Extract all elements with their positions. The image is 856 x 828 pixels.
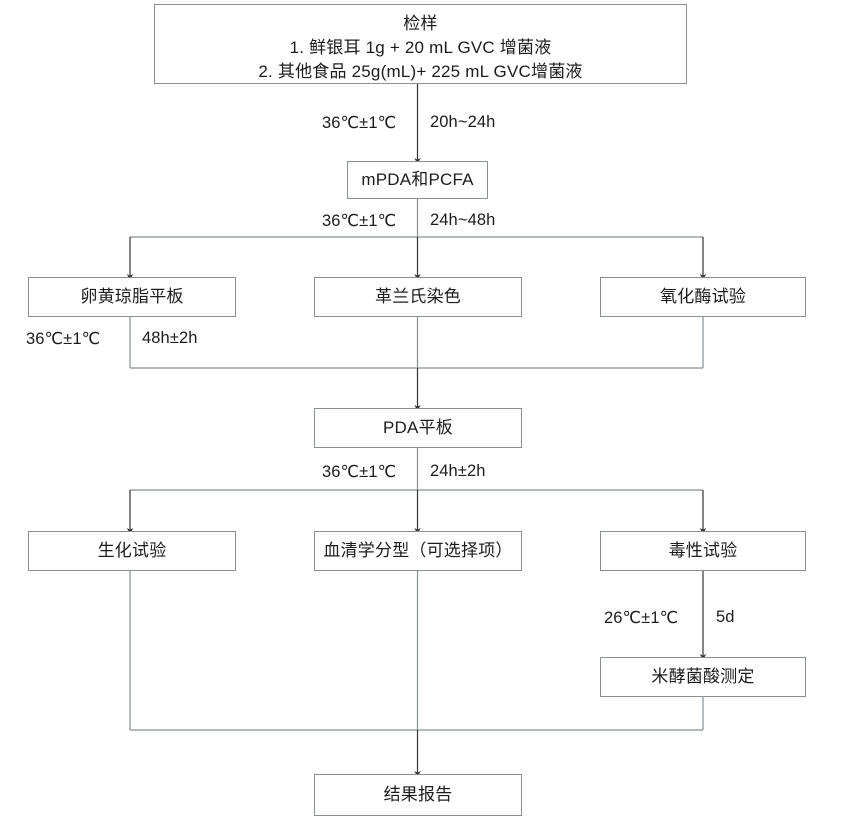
node-sample-line2: 2. 其他食品 25g(mL)+ 225 mL GVC增菌液 xyxy=(258,62,583,82)
node-result-report: 结果报告 xyxy=(314,774,522,816)
annotation-pda-to-branch-duration: 24h±2h xyxy=(430,462,486,480)
node-bongkrekic-acid: 米酵菌酸测定 xyxy=(600,657,806,697)
node-gram-stain: 革兰氏染色 xyxy=(314,277,522,317)
annotation-mpda-to-branch-duration: 24h~48h xyxy=(430,211,496,229)
node-sample-line1: 1. 鲜银耳 1g + 20 mL GVC 增菌液 xyxy=(289,38,552,58)
annotation-mpda-to-branch-temperature: 36℃±1℃ xyxy=(322,212,397,230)
node-toxicity-test: 毒性试验 xyxy=(600,531,806,571)
annotation-egg-yolk-to-pda-temperature: 36℃±1℃ xyxy=(26,330,101,348)
node-mpda-pcfa: mPDA和PCFA xyxy=(347,161,488,199)
node-pda-plate: PDA平板 xyxy=(314,408,522,448)
annotation-sample-to-mpda-temperature: 36℃±1℃ xyxy=(322,114,397,132)
annotation-pda-to-branch-temperature: 36℃±1℃ xyxy=(322,463,397,481)
node-sample: 检样 1. 鲜银耳 1g + 20 mL GVC 增菌液 2. 其他食品 25g… xyxy=(154,4,687,84)
annotation-toxicity-to-bongkrekic-duration: 5d xyxy=(716,608,735,626)
annotation-sample-to-mpda-duration: 20h~24h xyxy=(430,113,496,131)
node-sample-title: 检样 xyxy=(403,14,438,33)
annotation-egg-yolk-to-pda-duration: 48h±2h xyxy=(142,329,198,347)
annotation-toxicity-to-bongkrekic-temperature: 26℃±1℃ xyxy=(604,609,679,627)
node-oxidase-test: 氧化酶试验 xyxy=(600,277,806,317)
node-egg-yolk-agar: 卵黄琼脂平板 xyxy=(28,277,236,317)
node-biochemical-test: 生化试验 xyxy=(28,531,236,571)
node-serotyping: 血清学分型（可选择项） xyxy=(314,531,522,571)
